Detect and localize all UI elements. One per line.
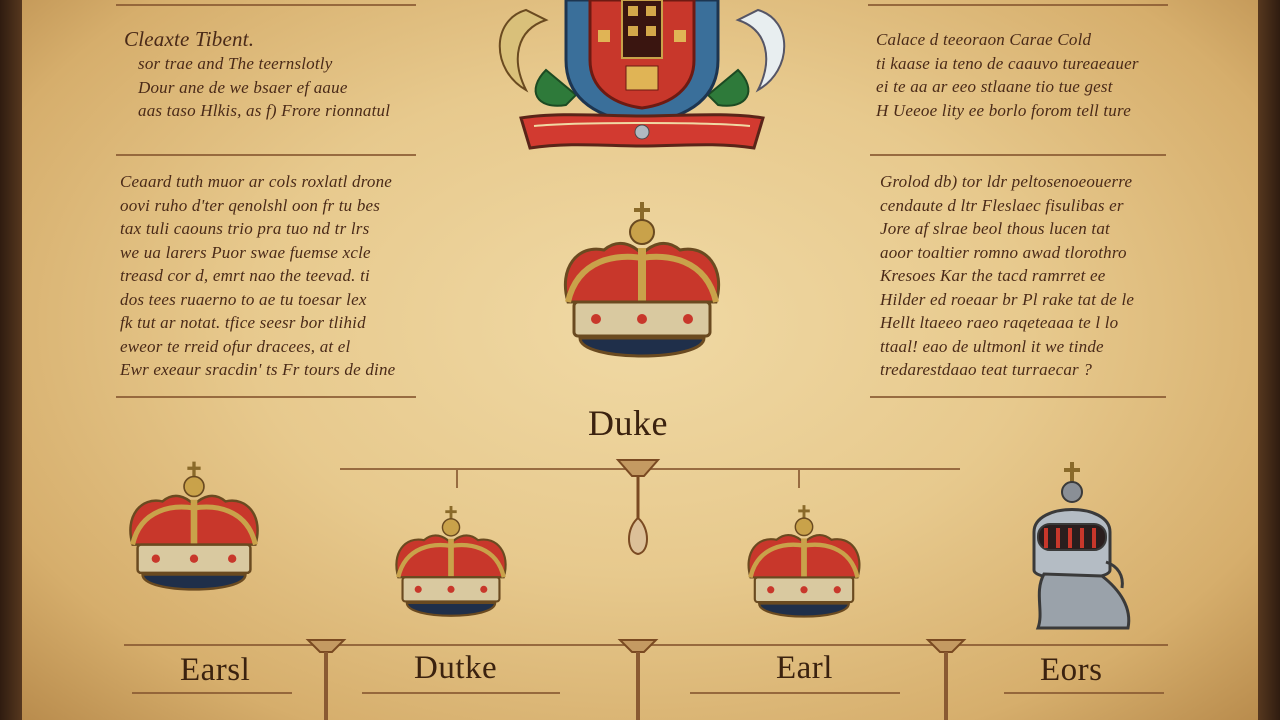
manuscript-line: aoor toaltier romno awad tlorothro: [880, 242, 1127, 262]
rank-label-earl-1: Earsl: [180, 652, 251, 688]
right-lower-text: Grolod db) tor ldr peltosenoeouerre cenda…: [880, 170, 1134, 382]
pillar-ornament: [305, 639, 347, 720]
hierarchy-pendant: [615, 459, 661, 556]
manuscript-line: H Ueeoe lity ee borlo forom tell ture: [876, 100, 1131, 120]
pillar-ornament: [617, 639, 659, 720]
divider: [116, 4, 416, 6]
manuscript-line: Hilder ed roeaar br Pl rake tat de le: [880, 289, 1135, 309]
manuscript-line: tredarestdaao teat turraecar ?: [880, 360, 1093, 379]
manuscript-line: Jore af slrae beol thous lucen tat: [880, 219, 1110, 238]
divider: [690, 692, 900, 694]
center-rank-label: Duke: [588, 403, 668, 443]
manuscript-line: treasd cor d, emrt nao the teevad. ti: [120, 266, 370, 285]
manuscript-line: fk tut ar notat. tfice seesr bor tlihid: [120, 313, 366, 332]
left-lower-text: Ceaard tuth muor ar cols roxlatl drone oo…: [120, 170, 395, 382]
manuscript-line: Grolod db) tor ldr peltosenoeouerre: [880, 172, 1133, 191]
divider: [116, 154, 416, 156]
manuscript-line: cendaute d ltr Fleslaec fisulibas er: [880, 195, 1124, 215]
crown-icon: [129, 461, 259, 591]
divider: [870, 154, 1166, 156]
manuscript-line: eweor te rreid ofur dracees, at el: [120, 336, 351, 356]
rank-label-earl-2: Earl: [776, 650, 833, 686]
rank-label-eors: Eors: [1040, 652, 1103, 688]
manuscript-line: dos tees ruaerno to ae tu toesar lex: [120, 289, 367, 309]
helmet-icon: [1032, 462, 1131, 630]
manuscript-line: ti kaase ia teno de caauvo tureaeauer: [876, 53, 1139, 73]
right-upper-text: Calace d teeoraon Carae Cold ti kaase ia …: [876, 28, 1139, 122]
divider: [870, 396, 1166, 398]
hierarchy-tick: [456, 470, 458, 488]
manuscript-line: oovi ruho d'ter qenolshl oon fr tu bes: [120, 195, 381, 215]
divider: [362, 692, 560, 694]
manuscript-line: Calace d teeoraon Carae Cold: [876, 30, 1092, 49]
divider: [132, 692, 292, 694]
manuscript-line: tax tuli caouns trio pra tuo nd tr lrs: [120, 219, 370, 238]
crown-icon: [747, 505, 861, 618]
manuscript-line: sor trae and The teernslotly: [138, 54, 333, 73]
left-heading: Cleaxte Tibent.: [124, 27, 255, 51]
manuscript-line: Hellt ltaeeo raeo raqeteaaa te l lo: [880, 313, 1119, 332]
crown-icon: [395, 505, 507, 617]
manuscript-line: Dour ane de we bsaer ef aaue: [138, 77, 348, 97]
hierarchy-tick: [798, 470, 800, 488]
coat-of-arms-icon: [498, 0, 786, 150]
divider: [1004, 692, 1164, 694]
manuscript-line: Kresoes Kar the tacd ramrret ee: [880, 266, 1106, 285]
manuscript-line: aas taso Hlkis, as f) Frore rionnatul: [138, 101, 391, 120]
manuscript-line: ei te aa ar eeo stlaane tio tue gest: [876, 77, 1113, 96]
pillar-ornament: [925, 639, 967, 720]
divider: [868, 4, 1168, 6]
manuscript-line: Ceaard tuth muor ar cols roxlatl drone: [120, 172, 393, 191]
divider: [116, 396, 416, 398]
manuscript-line: Ewr exeaur sracdin' ts Fr tours de dine: [120, 360, 396, 379]
rank-label-duke: Dutke: [414, 650, 498, 686]
crown-icon: [563, 202, 721, 358]
manuscript-line: we ua larers Puor swae fuemse xcle: [120, 242, 371, 262]
manuscript-line: ttaal! eao de ultmonl it we tinde: [880, 336, 1104, 356]
